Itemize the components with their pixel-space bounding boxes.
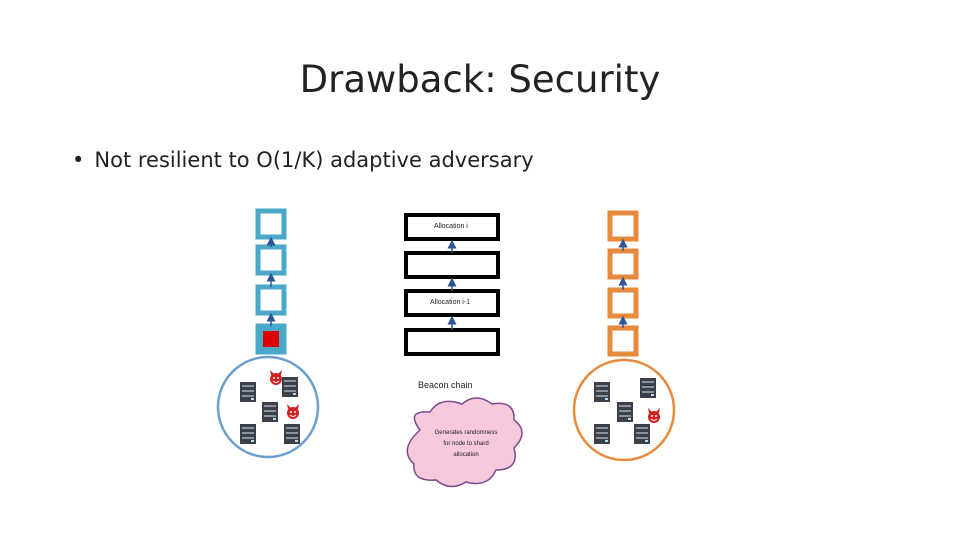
adversary-devil-icon [269, 369, 283, 386]
server-icon [617, 402, 633, 422]
beacon-block-3 [404, 289, 500, 317]
server-icon [634, 424, 650, 444]
beacon-chain [404, 213, 500, 356]
server-icon [262, 402, 278, 422]
adversary-devil-icon [286, 403, 300, 420]
left-block-3 [255, 284, 287, 316]
right-block-3 [607, 287, 639, 319]
server-icon [284, 424, 300, 444]
beacon-block-1 [404, 213, 500, 241]
beacon-chain-label: Beacon chain [418, 380, 473, 390]
server-icon [640, 378, 656, 398]
left-node-pool [216, 355, 320, 459]
left-block-1 [255, 208, 287, 240]
beacon-block-label-1: Allocation i [434, 223, 468, 230]
server-icon [282, 377, 298, 397]
left-shard-chain [255, 208, 287, 355]
right-block-1 [607, 210, 639, 242]
right-node-pool [572, 358, 676, 462]
right-block-2 [607, 248, 639, 280]
cloud-line-3: allocation [453, 452, 479, 458]
randomness-cloud [406, 397, 523, 488]
server-icon [594, 424, 610, 444]
beacon-block-2 [404, 251, 500, 279]
right-shard-chain [607, 210, 639, 357]
right-block-4 [607, 325, 639, 357]
beacon-block-4 [404, 328, 500, 356]
cloud-line-1: Generates randomness [434, 430, 498, 436]
beacon-block-label-3: Allocation i-1 [430, 299, 471, 306]
server-icon [240, 382, 256, 402]
server-icon [240, 424, 256, 444]
bullet-text: Not resilient to O(1/K) adaptive adversa… [94, 148, 534, 172]
server-icon [594, 382, 610, 402]
slide-title: Drawback: Security [299, 58, 661, 101]
cloud-text: Generates randomness for node to shard a… [416, 428, 516, 461]
left-block-2 [255, 244, 287, 276]
adversary-devil-icon [647, 407, 661, 424]
bullet-point: • Not resilient to O(1/K) adaptive advers… [72, 148, 534, 172]
bullet-icon: • [72, 148, 85, 172]
cloud-line-2: for node to shard [443, 441, 489, 447]
